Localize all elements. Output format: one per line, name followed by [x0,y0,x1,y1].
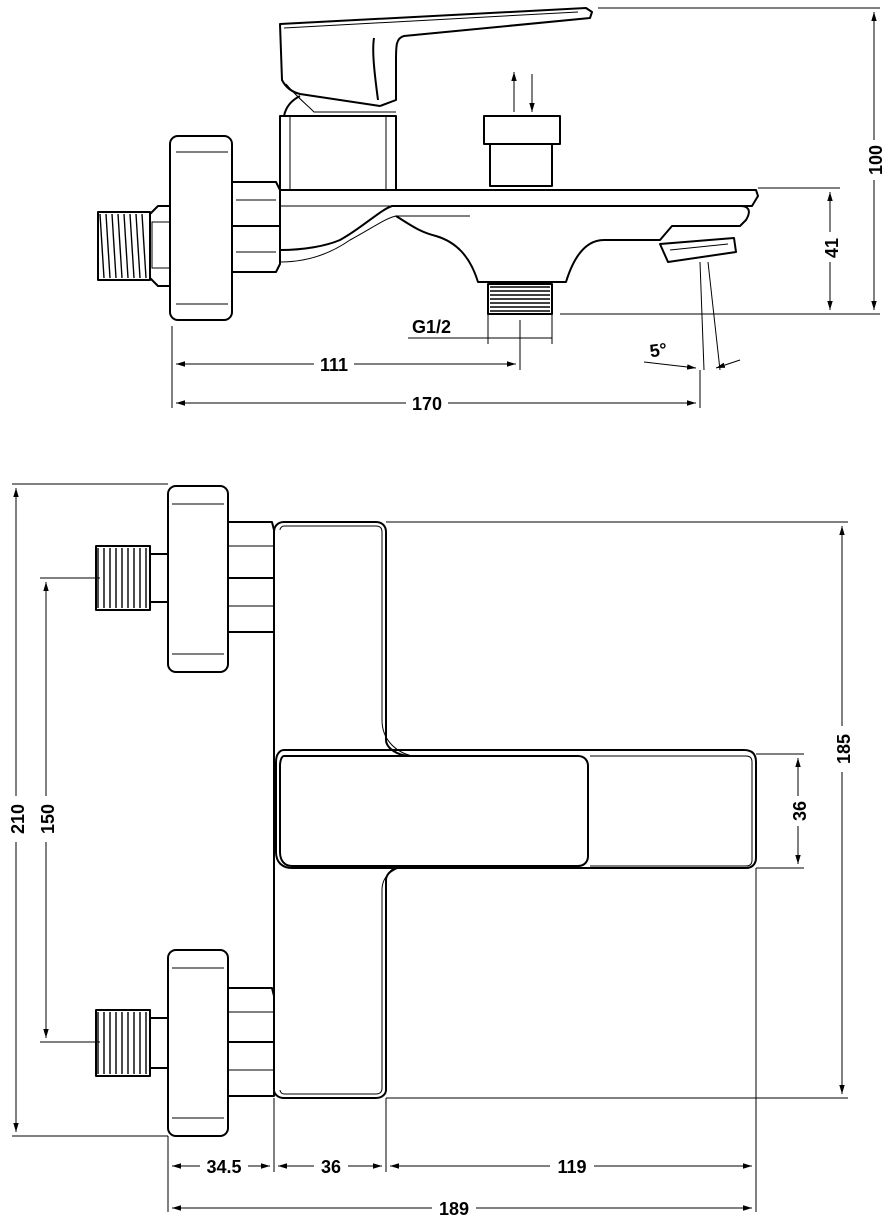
lever-front [275,749,757,869]
front-view [12,483,848,1212]
dim-lever-length: 119 [557,1157,586,1177]
mixer-body-side [279,115,759,283]
dim-body-depth: 36 [321,1157,341,1177]
lower-connection [95,949,275,1137]
dim-projection: 170 [412,394,442,414]
escutcheon-lower [167,949,229,1137]
escutcheon-side [169,135,233,321]
dim-height-total: 100 [866,145,886,175]
dim-eccentric-depth: 34.5 [206,1157,241,1177]
dim-overall-depth: 189 [439,1199,469,1219]
spout-aerator-side [659,237,737,263]
front-view-dimensions [12,483,848,1212]
dim-lever-width: 36 [790,801,810,821]
dim-thread: G1/2 [412,317,451,337]
escutcheon-upper [167,485,229,673]
mixer-body-front [273,521,413,1099]
hose-outlet-side [487,283,553,315]
dim-body-height: 185 [834,734,854,764]
diverter-knob-side [483,72,561,187]
dim-connection-spacing: 150 [38,804,58,834]
lever-handle-side [279,7,593,117]
threaded-connector-side [97,205,171,287]
dim-outlet-distance: 111 [320,355,348,375]
side-dim-labels: 100 41 G1/2 5° 111 170 [314,140,886,414]
front-dim-labels: 210 150 185 36 34.5 36 119 189 [6,726,854,1219]
upper-connection [95,485,275,673]
dim-spout-height: 41 [822,238,842,258]
dim-overall-height: 210 [8,804,28,834]
side-view-dimensions [171,7,880,408]
dim-angle: 5° [648,339,668,361]
side-view [97,7,880,408]
hex-nut-side [231,181,281,273]
